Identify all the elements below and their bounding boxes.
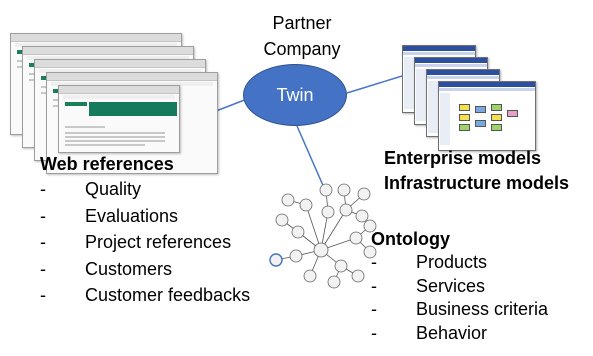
list-item: Quality xyxy=(40,176,250,203)
web-references-heading: Web references xyxy=(40,154,174,174)
list-item: Evaluations xyxy=(40,203,250,230)
web-references-list: Quality Evaluations Project references C… xyxy=(40,176,250,309)
list-item: Customer feedbacks xyxy=(40,282,250,309)
list-item: Services xyxy=(371,275,548,299)
ontology-list: Products Services Business criteria Beha… xyxy=(371,251,548,345)
list-item: Project references xyxy=(40,229,250,256)
list-item: Customers xyxy=(40,256,250,283)
model-window-4 xyxy=(438,81,536,151)
connector-twin-enterprise xyxy=(346,75,403,94)
partner-line-2: Company xyxy=(263,39,341,59)
ontology-graph xyxy=(269,183,377,289)
enterprise-models-heading: Enterprise models Infrastructure models xyxy=(384,146,569,196)
twin-node: Twin xyxy=(243,64,347,126)
list-item: Business criteria xyxy=(371,298,548,322)
list-item: Behavior xyxy=(371,322,548,346)
partner-line-1: Partner xyxy=(272,13,332,33)
ontology-heading: Ontology xyxy=(371,229,450,249)
twin-label: Twin xyxy=(276,84,314,105)
partner-company-label: Partner Company xyxy=(232,10,372,62)
browser-window-5 xyxy=(58,85,180,153)
list-item: Products xyxy=(371,251,548,275)
enterprise-heading-line-1: Enterprise models xyxy=(384,148,542,168)
connector-twin-ontology xyxy=(296,125,326,191)
enterprise-heading-line-2: Infrastructure models xyxy=(384,173,570,193)
